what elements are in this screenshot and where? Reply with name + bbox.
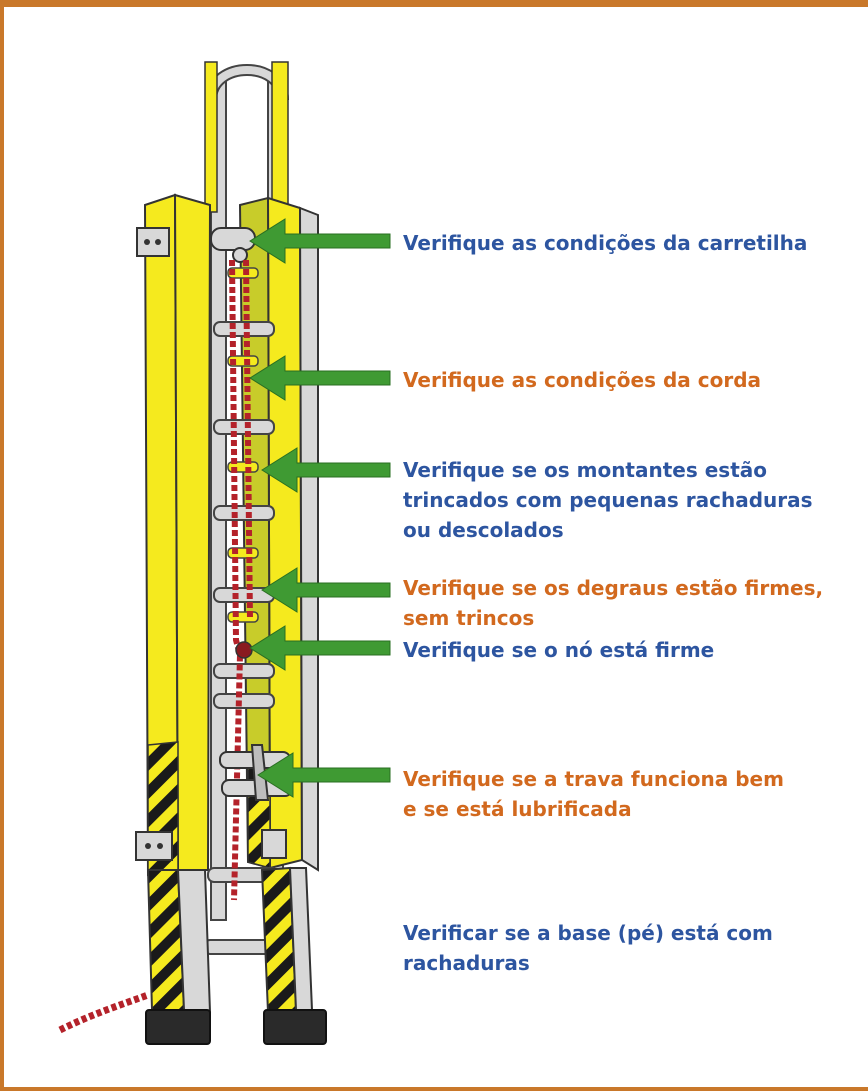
label-trava: Verifique se a trava funciona bem e se e… [403,764,784,824]
arrow-montantes [261,447,391,493]
rung-lock [219,744,293,801]
label-montantes: Verifique se os montantes estão trincado… [403,455,813,545]
arrow-degraus [261,567,391,613]
label-line: e se está lubrificada [403,797,632,821]
label-no: Verifique se o nó está firme [403,635,714,665]
rope-tail [58,991,150,1034]
label-line: Verifique as condições da corda [403,368,762,392]
label-base: Verificar se a base (pé) está com rachad… [403,918,773,978]
base-section [135,193,319,877]
label-line: Verificar se a base (pé) está com [403,921,773,945]
ladder-feet [145,866,327,1045]
label-corda: Verifique as condições da corda [403,365,761,395]
rope [229,259,253,901]
pointer-arrows [249,218,391,798]
label-line: sem trincos [403,606,535,630]
label-line: ou descolados [403,518,564,542]
label-carretilha: Verifique as condições da carretilha [403,228,807,258]
arrow-trava [257,752,391,798]
label-line: Verifique se a trava funciona bem [403,767,784,791]
arrow-carretilha [249,218,391,264]
label-line: trincados com pequenas rachaduras [403,488,813,512]
label-line: Verifique se os degraus estão firmes, [403,576,824,600]
label-line: Verifique se os montantes estão [403,458,767,482]
arrow-no [249,625,391,671]
label-degraus: Verifique se os degraus estão firmes, se… [403,573,823,633]
ladder-rungs [203,321,285,955]
label-line: rachaduras [403,951,530,975]
label-line: Verifique se o nó está firme [403,638,715,662]
arrow-corda [249,355,391,401]
rope-knot [235,641,253,659]
label-line: Verifique as condições da carretilha [403,231,808,255]
